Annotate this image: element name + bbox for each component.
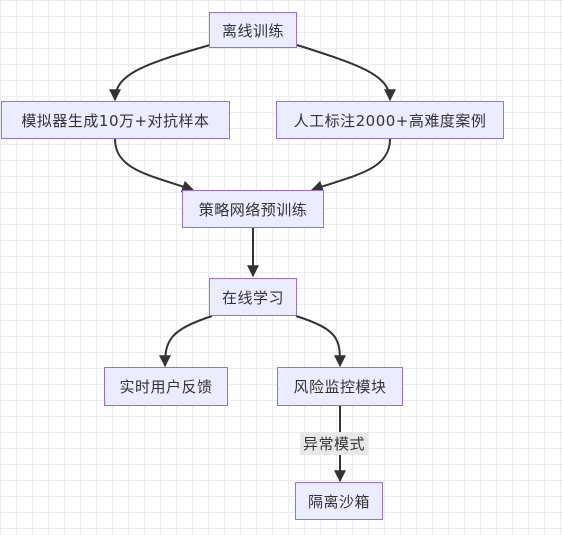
node-offline-training: 离线训练 <box>209 12 297 48</box>
node-isolation-sandbox: 隔离沙箱 <box>295 482 383 520</box>
node-policy-pretrain: 策略网络预训练 <box>182 190 324 228</box>
edge-offline-to-manual <box>296 44 396 102</box>
edge-online-to-risk <box>295 315 346 368</box>
edge-simulator-to-pretrain <box>114 138 195 193</box>
edge-offline-to-simulator <box>109 44 211 102</box>
node-online-learning: 在线学习 <box>209 278 297 316</box>
node-realtime-feedback: 实时用户反馈 <box>104 367 228 406</box>
node-risk-monitor: 风险监控模块 <box>277 367 403 406</box>
edge-manual-to-pretrain <box>310 138 391 193</box>
edge-label-anomaly-pattern: 异常模式 <box>300 432 369 455</box>
node-simulator-samples: 模拟器生成10万+对抗样本 <box>1 101 230 139</box>
edge-online-to-feedback <box>159 315 213 368</box>
node-manual-labeling: 人工标注2000+高难度案例 <box>276 101 504 139</box>
